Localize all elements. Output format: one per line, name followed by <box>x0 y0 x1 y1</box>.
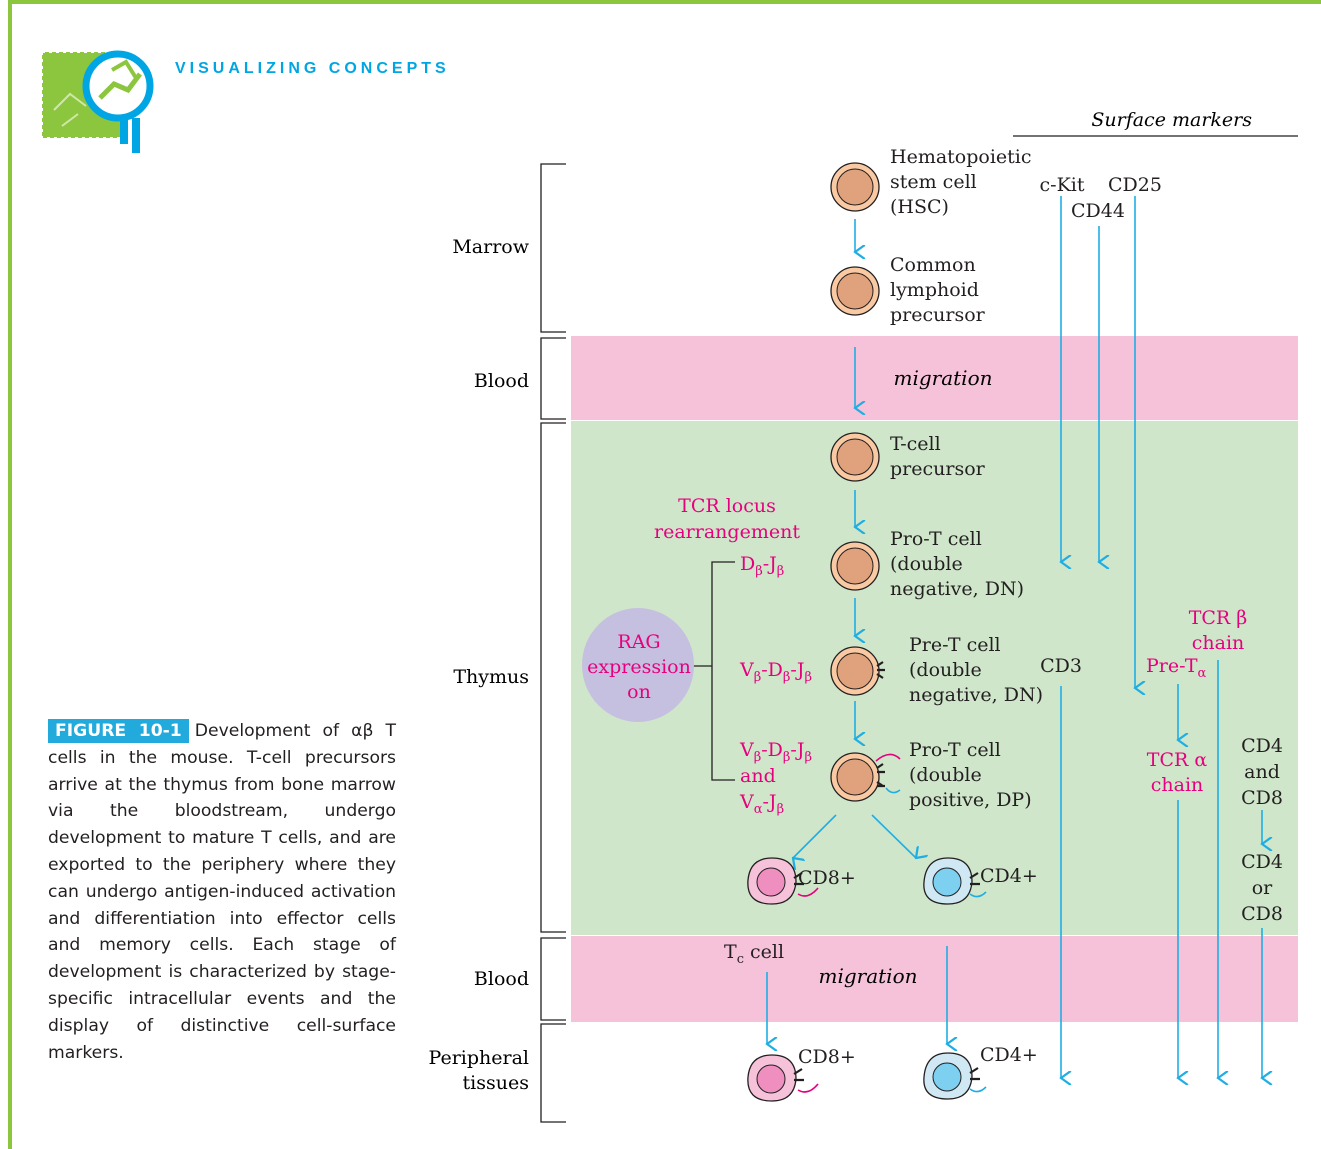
region-brackets <box>540 163 566 1123</box>
cd4-thymus-cell <box>923 857 987 905</box>
figure-caption-text: Development of αβ T cells in the mouse. … <box>48 721 396 1063</box>
rearrangement-title: rearrangement <box>654 521 800 543</box>
cd4-peripheral-cell <box>923 1052 987 1100</box>
pro-t-dn-cell <box>830 541 880 591</box>
cd8-peripheral-label: CD8+ <box>798 1046 856 1068</box>
region-label-blood: Blood <box>474 370 529 392</box>
blood-band-upper <box>571 336 1298 420</box>
cd8-peripheral-cell <box>747 1054 819 1102</box>
development-arrows <box>767 219 947 1044</box>
region-label-peripheral: Peripheral <box>429 1047 529 1069</box>
cd4-peripheral-label: CD4+ <box>980 1044 1038 1066</box>
rearrangement-step-vdj-and: Vβ-Dβ-Jβ <box>739 739 812 765</box>
migration-label: migration <box>818 964 917 988</box>
figure-label: FIGURE 10-1 <box>48 719 189 743</box>
t-cell-precursor-cell <box>830 432 880 482</box>
rearrangement-step-vdj: Vβ-Dβ-Jβ <box>739 659 812 685</box>
rearrangement-and: and <box>740 765 776 787</box>
marker-cd3: CD3 <box>1040 655 1082 677</box>
blood-band-lower <box>571 936 1298 1022</box>
visualizing-concepts-logo <box>41 50 154 153</box>
region-label-thymus: Thymus <box>453 666 529 688</box>
surface-markers-heading: Surface markers <box>1091 109 1252 131</box>
marker-cd44: CD44 <box>1071 200 1125 222</box>
region-label-blood: Blood <box>474 968 529 990</box>
region-label-tissues: tissues <box>463 1072 529 1094</box>
cd4-thymus-label: CD4+ <box>980 865 1038 887</box>
rearrangement-step-vj: Vα-Jβ <box>739 791 784 817</box>
pro-t-dp-cell <box>830 752 901 802</box>
migration-label: migration <box>893 366 992 390</box>
pre-t-dn-cell <box>830 646 885 696</box>
page-left-border <box>8 0 12 1149</box>
surface-marker-arrows <box>1061 196 1262 1078</box>
hsc-cell <box>830 162 880 212</box>
region-label-marrow: Marrow <box>452 236 529 258</box>
cd8-thymus-label: CD8+ <box>798 867 856 889</box>
tcr-locus-title: TCR locus <box>678 495 776 517</box>
visualizing-concepts-banner: VISUALIZING CONCEPTS <box>175 60 450 77</box>
marker-pre-t-alpha: Pre-Tα <box>1146 655 1207 681</box>
tc-cell-label: Tc cell <box>724 941 784 967</box>
page-top-border <box>8 0 1321 4</box>
marker-cd25: CD25 <box>1108 174 1162 196</box>
rag-expression-oval <box>582 608 694 722</box>
cd8-thymus-cell <box>747 857 819 905</box>
marker-ckit: c-Kit <box>1040 174 1085 196</box>
rearrangement-step-dj: Dβ-Jβ <box>740 553 784 579</box>
common-lymphoid-precursor-cell <box>830 266 880 316</box>
